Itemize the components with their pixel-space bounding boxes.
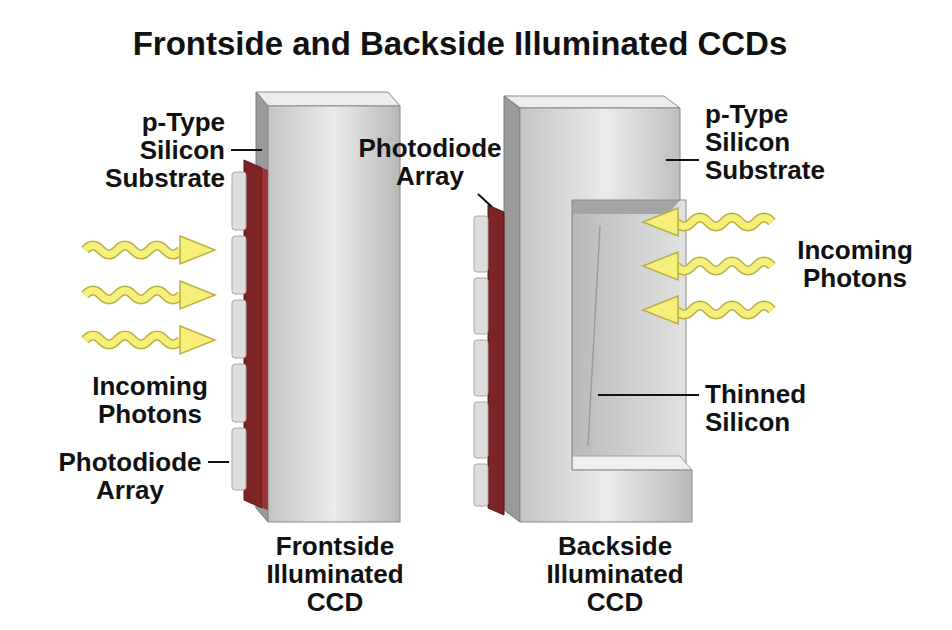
part-label: Incoming Photons [60, 372, 240, 428]
part-label: Incoming Photons [785, 236, 925, 292]
part-label: Frontside Illuminated CCD [245, 532, 425, 616]
part-label: Photodiode Array [40, 448, 220, 504]
diagram-title: Frontside and Backside Illuminated CCDs [0, 24, 920, 64]
photon-arrows-left [85, 236, 215, 354]
part-label: Thinned Silicon [705, 380, 865, 436]
backside-ccd-figure [474, 96, 692, 522]
part-label: Photodiode Array [340, 134, 520, 190]
part-label: p-Type Silicon Substrate [65, 108, 225, 192]
leader-lines [208, 150, 699, 462]
photon-arrows-right [643, 208, 772, 324]
part-label: p-Type Silicon Substrate [705, 100, 865, 184]
part-label: Backside Illuminated CCD [525, 532, 705, 616]
